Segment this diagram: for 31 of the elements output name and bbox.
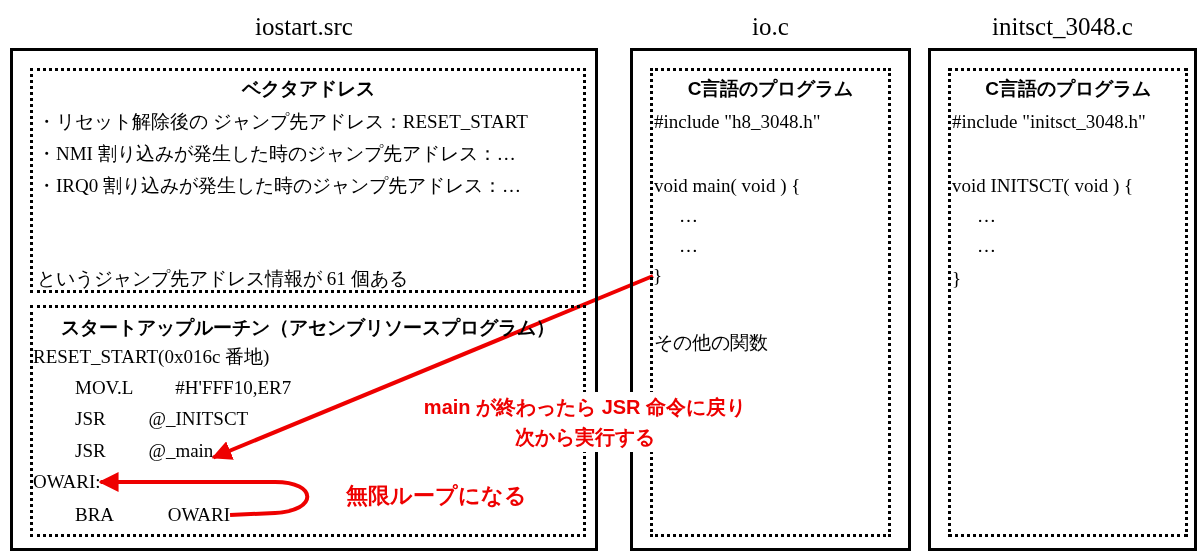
code-line: というジャンプ先アドレス情報が 61 個ある <box>37 267 408 291</box>
code-panel <box>948 68 1188 537</box>
code-line: その他の関数 <box>654 331 768 355</box>
code-line: MOV.L #H'FFF10,ER7 <box>75 376 292 400</box>
code-line: ・IRQ0 割り込みが発生した時のジャンプ先アドレス：… <box>37 174 521 198</box>
code-line: BRA OWARI <box>75 503 231 527</box>
code-line: RESET_START(0x016c 番地) <box>33 345 270 369</box>
code-line: ・リセット解除後の ジャンプ先アドレス：RESET_START <box>37 110 528 134</box>
code-line: … <box>977 204 996 228</box>
file-name: io.c <box>751 12 790 42</box>
code-line: } <box>952 267 962 291</box>
code-line: #include "initsct_3048.h" <box>952 110 1146 134</box>
arrow <box>211 274 654 460</box>
code-line: void main( void ) { <box>654 174 801 198</box>
panel-heading: C言語のプログラム <box>984 77 1152 101</box>
panel-heading: C言語のプログラム <box>686 77 855 101</box>
code-panel <box>30 68 586 293</box>
panel-heading: ベクタアドレス <box>240 77 376 101</box>
code-line: … <box>679 234 698 258</box>
file-name: iostart.src <box>254 12 354 42</box>
code-line: void INITSCT( void ) { <box>952 174 1134 198</box>
arrow <box>98 472 310 517</box>
code-line: JSR @_INITSCT <box>75 407 249 431</box>
code-line: OWARI: <box>33 470 101 494</box>
file-name: initsct_3048.c <box>991 12 1134 42</box>
code-line: #include "h8_3048.h" <box>654 110 821 134</box>
code-line: … <box>679 204 698 228</box>
code-line: … <box>977 234 996 258</box>
code-line: ・NMI 割り込みが発生した時のジャンプ先アドレス：… <box>37 142 516 166</box>
code-line: JSR @_main <box>75 439 214 463</box>
code-line: } <box>653 264 663 288</box>
